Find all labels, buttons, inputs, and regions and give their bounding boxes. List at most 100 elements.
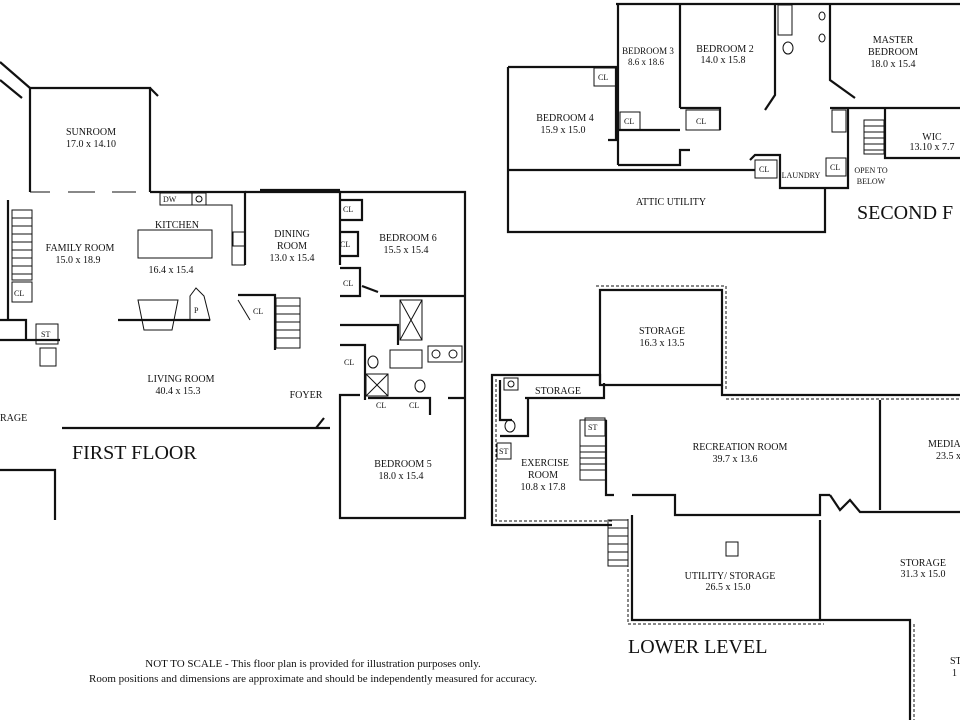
counter — [206, 204, 245, 266]
closet-box — [825, 157, 847, 177]
bedroom5-dims: 18.0 x 15.4 — [379, 471, 424, 482]
toilet — [414, 379, 426, 393]
lower-level-labels: STORAGE 16.3 x 13.5 STORAGE RECREATION R… — [499, 326, 960, 679]
closet-box — [11, 281, 33, 303]
wic-label: WIC — [922, 132, 942, 143]
first-floor-title: FIRST FLOOR — [72, 442, 197, 464]
second-floor-labels: BEDROOM 3 8.6 x 18.6 BEDROOM 2 14.0 x 15… — [536, 35, 954, 224]
shower-mark — [399, 299, 423, 341]
dining-room-dims: 13.0 x 15.4 — [270, 253, 315, 264]
wall — [604, 420, 614, 497]
bedroom4-wall — [508, 65, 618, 142]
bedroom3-dims: 8.6 x 18.6 — [628, 57, 665, 67]
lower-level-plan — [490, 285, 960, 720]
disclaimer-line-2: Room positions and dimensions are approx… — [88, 673, 538, 685]
storage-small-wall — [525, 383, 606, 400]
sunroom-dims: 17.0 x 14.10 — [66, 139, 116, 150]
master-wall — [828, 4, 856, 99]
stairs — [831, 109, 847, 133]
family-room-label: FAMILY ROOM — [46, 243, 115, 254]
sunroom-label: SUNROOM — [66, 127, 116, 138]
family-room-dims: 15.0 x 18.9 — [56, 255, 101, 266]
wall — [149, 87, 159, 97]
wall — [498, 380, 512, 422]
stairs — [863, 119, 885, 155]
closet-box — [754, 159, 778, 179]
media-room-label: MEDIA — [928, 439, 960, 450]
closet-label: CL — [409, 401, 419, 410]
bedroom3-label: BEDROOM 3 — [622, 46, 674, 56]
laundry-label: LAUNDRY — [782, 171, 821, 180]
shower — [399, 299, 423, 341]
second-floor-plan — [506, 2, 960, 234]
closet-label: CL — [696, 117, 706, 126]
lower-level-outer-wall — [490, 373, 612, 527]
utility-wall — [630, 515, 822, 622]
dishwasher-label: DW — [163, 195, 177, 204]
closet-label: CL — [376, 401, 386, 410]
closet-box — [619, 111, 641, 131]
toilet — [367, 355, 379, 369]
closet-label: CL — [830, 163, 840, 172]
second-floor-title: SECOND F — [857, 202, 953, 224]
wall — [0, 61, 31, 89]
utility-top-wall — [632, 493, 830, 517]
sink — [818, 11, 826, 21]
sink — [448, 349, 458, 359]
bath-wall — [500, 398, 530, 438]
bedroom-wing-wall — [338, 190, 467, 520]
bedroom6-label: BEDROOM 6 — [379, 233, 437, 244]
stair-treads — [608, 527, 628, 561]
closet-wall — [340, 266, 362, 298]
wall — [618, 148, 690, 167]
utility-storage-dims: 26.5 x 15.0 — [706, 582, 751, 593]
tub — [389, 349, 423, 369]
storage-right-label: STORAGE — [900, 558, 946, 569]
closet-label: CL — [598, 73, 608, 82]
stair-treads — [864, 125, 884, 151]
storage-fragment-label: ST — [950, 656, 960, 667]
closet-label: CL — [14, 289, 24, 298]
dining-room-label: ROOM — [277, 241, 307, 252]
bedroom6-dims: 15.5 x 15.4 — [384, 245, 429, 256]
kitchen-dims: 16.4 x 15.4 — [149, 265, 194, 276]
door-swing — [315, 417, 325, 429]
closet-label: CL — [759, 165, 769, 174]
open-to-below-label: OPEN TO — [854, 166, 887, 175]
closet-label: CL — [343, 205, 353, 214]
sink-drain — [195, 195, 203, 203]
media-room-dims: 23.5 x — [936, 451, 960, 462]
toilet — [782, 41, 794, 55]
bedroom2-label: BEDROOM 2 — [696, 44, 754, 55]
stair-treads — [580, 445, 606, 471]
laundry-wall — [749, 153, 825, 190]
storage-right-wall — [820, 618, 912, 720]
first-floor-plan — [0, 61, 467, 520]
sink — [191, 192, 207, 206]
wic-dims: 13.10 x 7.7 — [910, 142, 955, 153]
closet-wall — [340, 230, 360, 258]
stairs — [607, 519, 629, 567]
stairs-box — [584, 417, 606, 437]
stairs — [275, 297, 301, 349]
recreation-wall — [720, 385, 960, 397]
second-floor-outer-wall — [506, 67, 827, 234]
open-to-below-label: BELOW — [857, 177, 886, 186]
closet-wall — [340, 198, 364, 222]
closet-box — [685, 109, 721, 131]
vanity — [427, 345, 463, 363]
exercise-room-label: EXERCISE — [521, 458, 569, 469]
recreation-room-dims: 39.7 x 13.6 — [713, 454, 758, 465]
closet-box — [593, 67, 617, 87]
door-swing — [237, 299, 251, 321]
foyer-label: FOYER — [290, 390, 323, 401]
shower-mark — [365, 373, 389, 397]
wall — [338, 393, 360, 410]
fireplace — [137, 299, 179, 331]
stair-treads — [12, 217, 32, 275]
garage-wall — [0, 468, 57, 520]
dining-room-label: DINING — [274, 229, 310, 240]
bath-wall — [368, 396, 432, 415]
storage-small-label: STORAGE — [535, 386, 581, 397]
